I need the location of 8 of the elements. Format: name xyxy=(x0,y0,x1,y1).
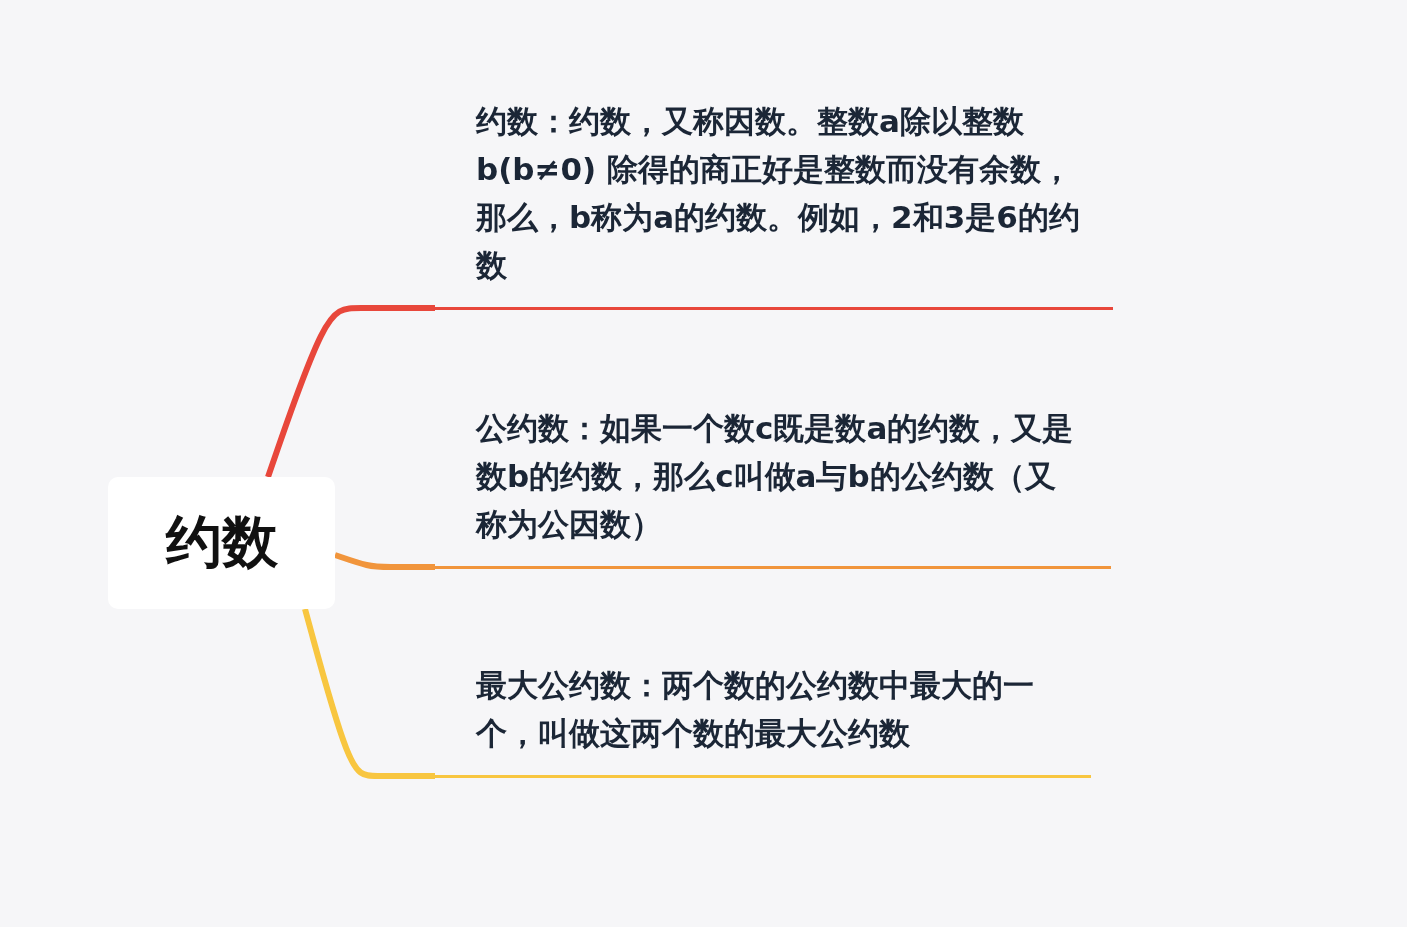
branch-connector xyxy=(265,305,435,478)
topic-text: 最大公约数：两个数的公约数中最大的一个，叫做这两个数的最大公约数 xyxy=(476,666,1034,751)
root-topic-box xyxy=(108,477,335,609)
branch-connector xyxy=(302,608,435,779)
topic-text: 约数：约数，又称因数。整数a除以整数b(b≠0) 除得的商正好是整数而没有余数，那么，b称为a的约数。例如，2和3是6的约数 xyxy=(476,102,1080,283)
topic-text: 公约数：如果一个数c既是数a的约数，又是数b的约数，那么c叫做a与b的公约数（又称为公因数） xyxy=(476,409,1074,542)
topic-text: 约数 xyxy=(165,508,278,576)
branch-connector xyxy=(334,552,435,570)
